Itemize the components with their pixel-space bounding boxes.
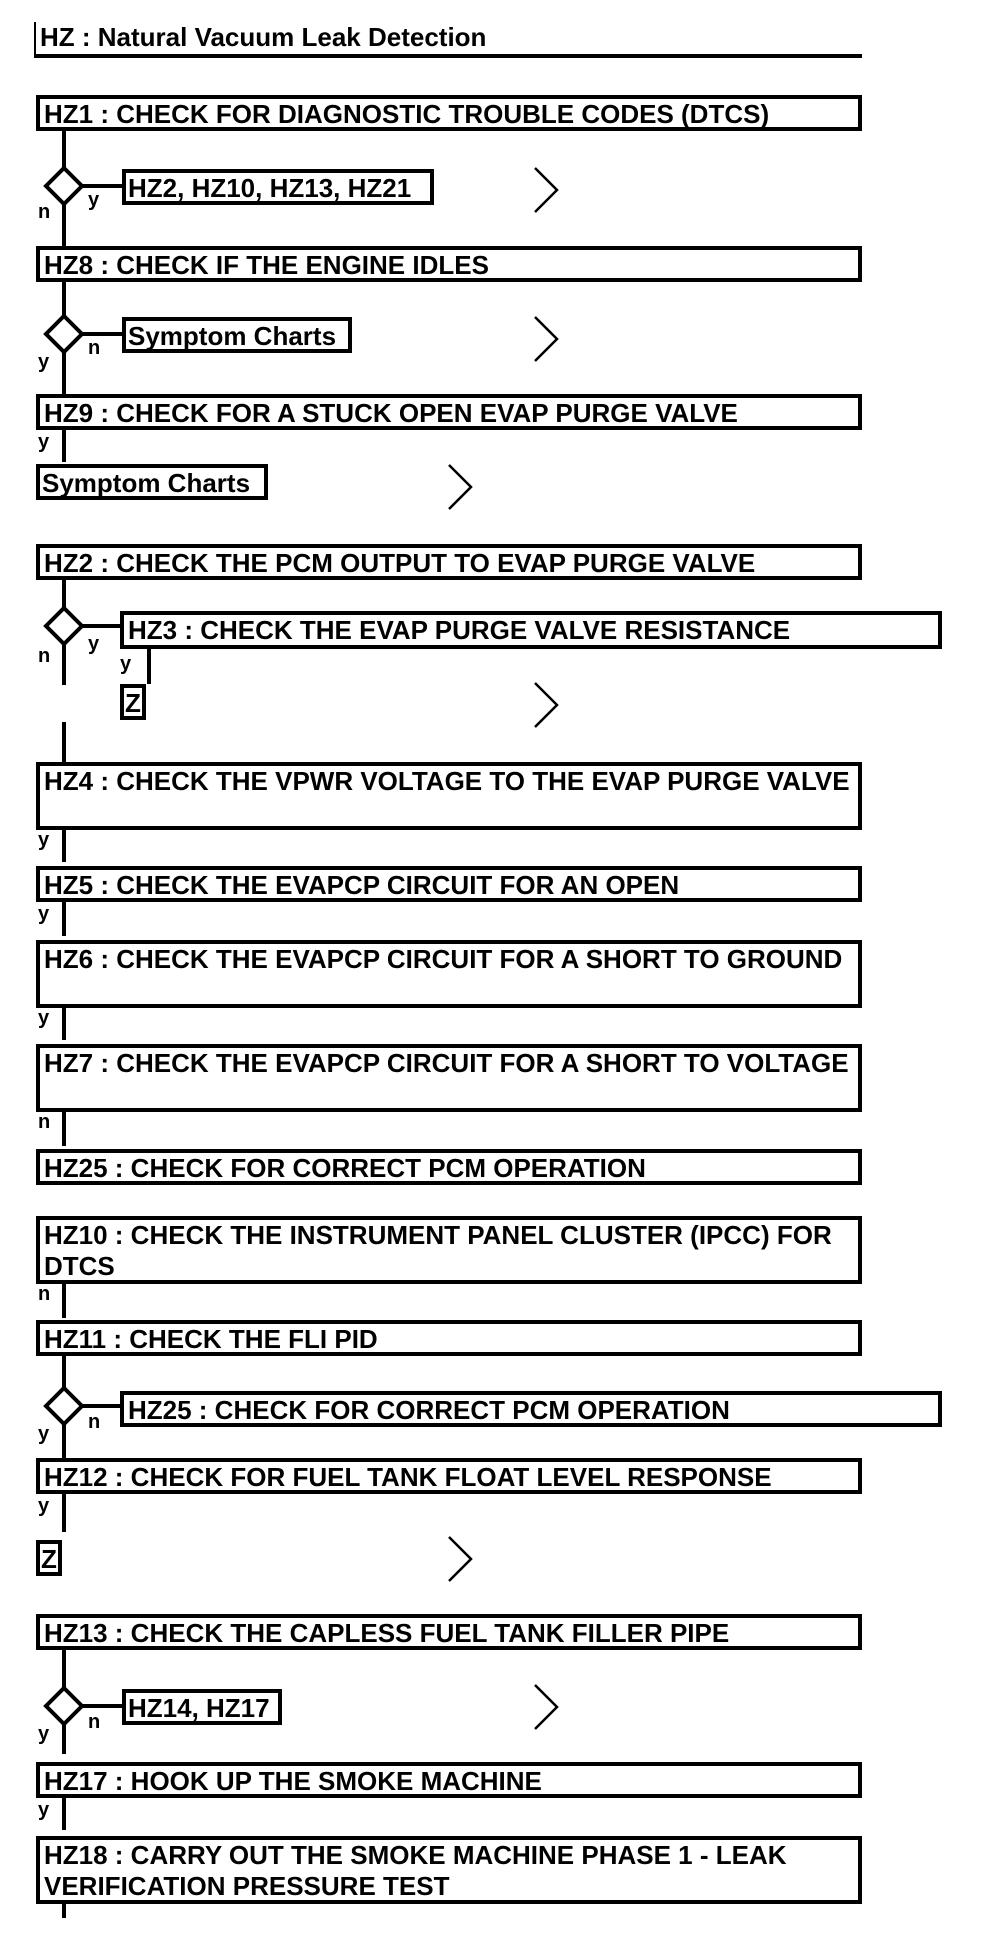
branch-label-no: n: [38, 1283, 51, 1305]
step-hz1: HZ1 : CHECK FOR DIAGNOSTIC TROUBLE CODES…: [36, 95, 862, 131]
step-hz4: HZ4 : CHECK THE VPWR VOLTAGE TO THE EVAP…: [36, 762, 862, 830]
hz11-no-target-label: HZ25 : CHECK FOR CORRECT PCM OPERATION: [128, 1395, 730, 1425]
step-hz10: HZ10 : CHECK THE INSTRUMENT PANEL CLUSTE…: [36, 1216, 862, 1284]
branch-label-yes: y: [120, 653, 132, 675]
step-hz13: HZ13 : CHECK THE CAPLESS FUEL TANK FILLE…: [36, 1614, 862, 1650]
step-hz8: HZ8 : CHECK IF THE ENGINE IDLES: [36, 246, 862, 282]
step-hz9: HZ9 : CHECK FOR A STUCK OPEN EVAP PURGE …: [36, 394, 862, 430]
hz13-no-target-label: HZ14, HZ17: [128, 1693, 270, 1723]
branch-label-no: n: [38, 645, 51, 667]
step-hz6: HZ6 : CHECK THE EVAPCP CIRCUIT FOR A SHO…: [36, 940, 862, 1008]
step-hz5-label: HZ5 : CHECK THE EVAPCP CIRCUIT FOR AN OP…: [44, 870, 680, 900]
step-hz12: HZ12 : CHECK FOR FUEL TANK FLOAT LEVEL R…: [36, 1458, 862, 1494]
step-hz1-label: HZ1 : CHECK FOR DIAGNOSTIC TROUBLE CODES…: [44, 99, 770, 129]
branch-label-yes: y: [38, 1423, 50, 1445]
step-hz25: HZ25 : CHECK FOR CORRECT PCM OPERATION: [36, 1149, 862, 1185]
step-hz5: HZ5 : CHECK THE EVAPCP CIRCUIT FOR AN OP…: [36, 866, 862, 902]
step-hz11: HZ11 : CHECK THE FLI PID: [36, 1320, 862, 1356]
branch-label-no: n: [88, 1711, 101, 1733]
step-hz3: HZ3 : CHECK THE EVAP PURGE VALVE RESISTA…: [120, 611, 942, 649]
branch-label-no: n: [88, 337, 101, 359]
step-hz18-label: HZ18 : CARRY OUT THE SMOKE MACHINE PHASE…: [44, 1840, 787, 1901]
hz8-no-target-label: Symptom Charts: [128, 321, 337, 351]
step-hz2-label: HZ2 : CHECK THE PCM OUTPUT TO EVAP PURGE…: [44, 548, 756, 578]
branch-label-yes: y: [38, 1007, 50, 1029]
step-hz17-label: HZ17 : HOOK UP THE SMOKE MACHINE: [44, 1766, 542, 1796]
branch-label-yes: y: [38, 829, 50, 851]
hz3-yes-target-label: Z: [125, 688, 141, 718]
hz11-no-target: HZ25 : CHECK FOR CORRECT PCM OPERATION: [120, 1391, 942, 1427]
hz3-yes-target: Z: [120, 684, 146, 720]
branch-label-yes: y: [38, 1799, 50, 1821]
hz1-yes-target: HZ2, HZ10, HZ13, HZ21: [122, 169, 434, 205]
branch-label-yes: y: [88, 633, 100, 655]
branch-label-yes: y: [38, 431, 50, 453]
step-hz8-label: HZ8 : CHECK IF THE ENGINE IDLES: [44, 250, 489, 280]
step-hz10-label: HZ10 : CHECK THE INSTRUMENT PANEL CLUSTE…: [44, 1220, 832, 1281]
step-hz13-label: HZ13 : CHECK THE CAPLESS FUEL TANK FILLE…: [44, 1618, 730, 1648]
step-hz3-label: HZ3 : CHECK THE EVAP PURGE VALVE RESISTA…: [128, 615, 791, 645]
hz1-yes-target-label: HZ2, HZ10, HZ13, HZ21: [128, 173, 412, 203]
branch-label-yes: y: [38, 1495, 50, 1517]
hz12-yes-target-label: Z: [41, 1544, 57, 1574]
hz12-yes-target: Z: [36, 1540, 62, 1576]
title-box: HZ : Natural Vacuum Leak Detection: [36, 22, 862, 58]
branch-label-no: n: [88, 1411, 101, 1433]
branch-label-yes: y: [38, 903, 50, 925]
step-hz17: HZ17 : HOOK UP THE SMOKE MACHINE: [36, 1762, 862, 1798]
branch-label-no: n: [38, 1111, 51, 1133]
step-hz18: HZ18 : CARRY OUT THE SMOKE MACHINE PHASE…: [36, 1836, 862, 1904]
branch-label-no: n: [38, 201, 51, 223]
step-hz7: HZ7 : CHECK THE EVAPCP CIRCUIT FOR A SHO…: [36, 1044, 862, 1112]
diagram-title: HZ : Natural Vacuum Leak Detection: [40, 22, 487, 52]
step-hz9-label: HZ9 : CHECK FOR A STUCK OPEN EVAP PURGE …: [44, 398, 738, 428]
step-hz2: HZ2 : CHECK THE PCM OUTPUT TO EVAP PURGE…: [36, 544, 862, 580]
step-hz7-label: HZ7 : CHECK THE EVAPCP CIRCUIT FOR A SHO…: [44, 1048, 849, 1078]
step-hz25-label: HZ25 : CHECK FOR CORRECT PCM OPERATION: [44, 1153, 646, 1183]
branch-label-yes: y: [38, 1723, 50, 1745]
hz9-yes-target-label: Symptom Charts: [42, 468, 251, 498]
branch-label-yes: y: [38, 351, 50, 373]
step-hz4-label: HZ4 : CHECK THE VPWR VOLTAGE TO THE EVAP…: [44, 766, 850, 796]
step-hz11-label: HZ11 : CHECK THE FLI PID: [44, 1324, 378, 1354]
step-hz12-label: HZ12 : CHECK FOR FUEL TANK FLOAT LEVEL R…: [44, 1462, 772, 1492]
hz9-yes-target: Symptom Charts: [36, 464, 268, 500]
step-hz6-label: HZ6 : CHECK THE EVAPCP CIRCUIT FOR A SHO…: [44, 944, 843, 974]
branch-label-yes: y: [88, 189, 100, 211]
hz13-no-target: HZ14, HZ17: [122, 1689, 282, 1725]
hz8-no-target: Symptom Charts: [122, 317, 352, 353]
